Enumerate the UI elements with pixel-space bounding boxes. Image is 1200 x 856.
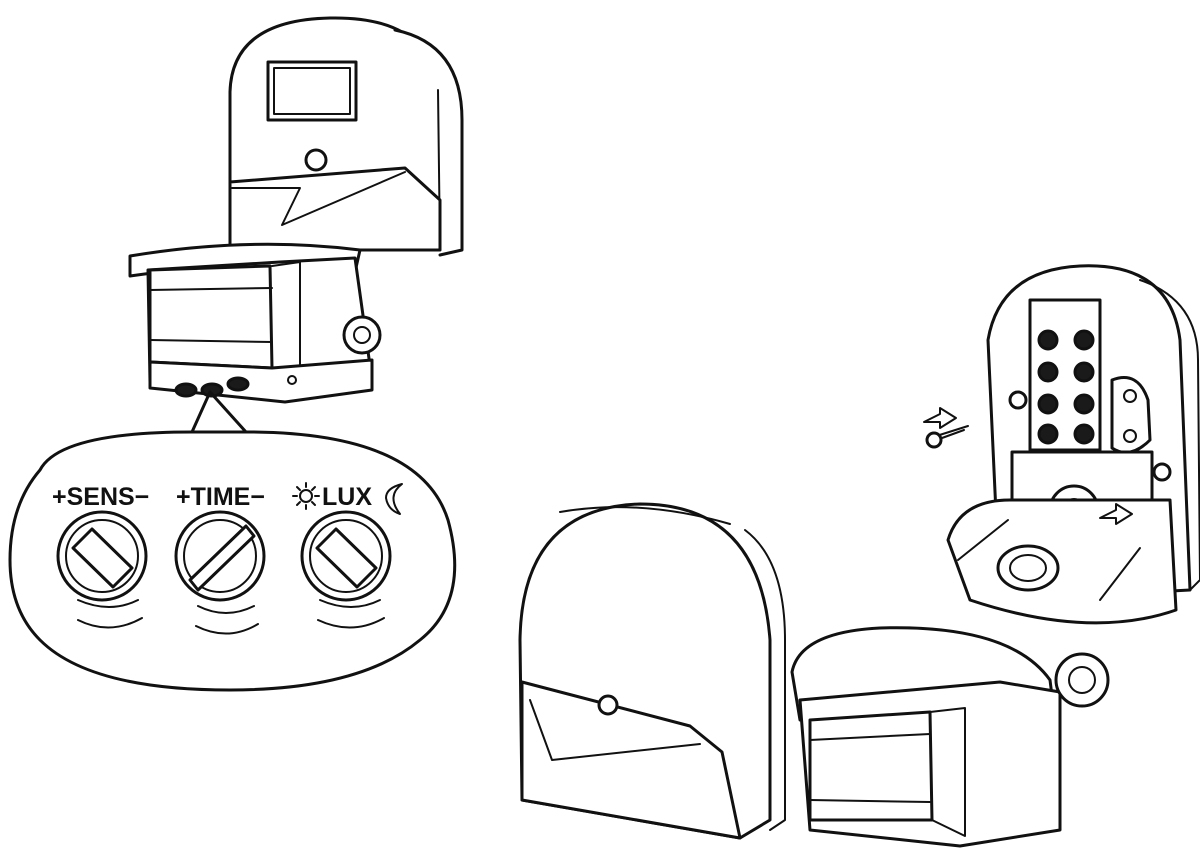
lux-knob[interactable] — [300, 510, 392, 629]
label-lux: LUX — [322, 483, 372, 511]
knob-mini-1 — [174, 382, 198, 398]
assembled-sensor — [128, 16, 464, 404]
mount-hole — [1152, 462, 1172, 482]
indicator-led — [304, 148, 328, 172]
sun-icon — [292, 482, 320, 510]
time-knob[interactable] — [174, 510, 266, 635]
pir-lens — [148, 264, 274, 370]
mount-screw — [925, 425, 969, 449]
hinge-exploded — [1054, 652, 1110, 708]
terminal-screw — [1073, 329, 1095, 351]
cover-indicator — [597, 694, 619, 716]
terminal-screw — [1037, 393, 1059, 415]
pir-lens-exploded — [808, 710, 934, 822]
hinge — [342, 315, 382, 355]
knob-mini-3 — [226, 376, 250, 392]
callout-pointer — [190, 390, 248, 434]
grommet — [996, 544, 1060, 592]
moon-icon — [385, 483, 403, 515]
insert-arrow-icon — [923, 407, 957, 429]
terminal-screw — [1037, 361, 1059, 383]
terminal-screw — [1037, 423, 1059, 445]
mount-hole — [1008, 390, 1028, 410]
control-callout: +SENS− +TIME− LUX — [8, 430, 457, 692]
front-cover — [518, 502, 786, 840]
terminal-screw — [1073, 361, 1095, 383]
label-sens: +SENS− — [52, 483, 149, 511]
insert-arrow-icon — [1099, 503, 1133, 525]
sens-knob[interactable] — [56, 510, 148, 629]
pir-head — [790, 626, 1110, 848]
terminal-screw — [1037, 329, 1059, 351]
terminal-base — [946, 264, 1200, 625]
terminal-screw — [1073, 393, 1095, 415]
terminal-screw — [1073, 423, 1095, 445]
label-time: +TIME− — [176, 483, 265, 511]
